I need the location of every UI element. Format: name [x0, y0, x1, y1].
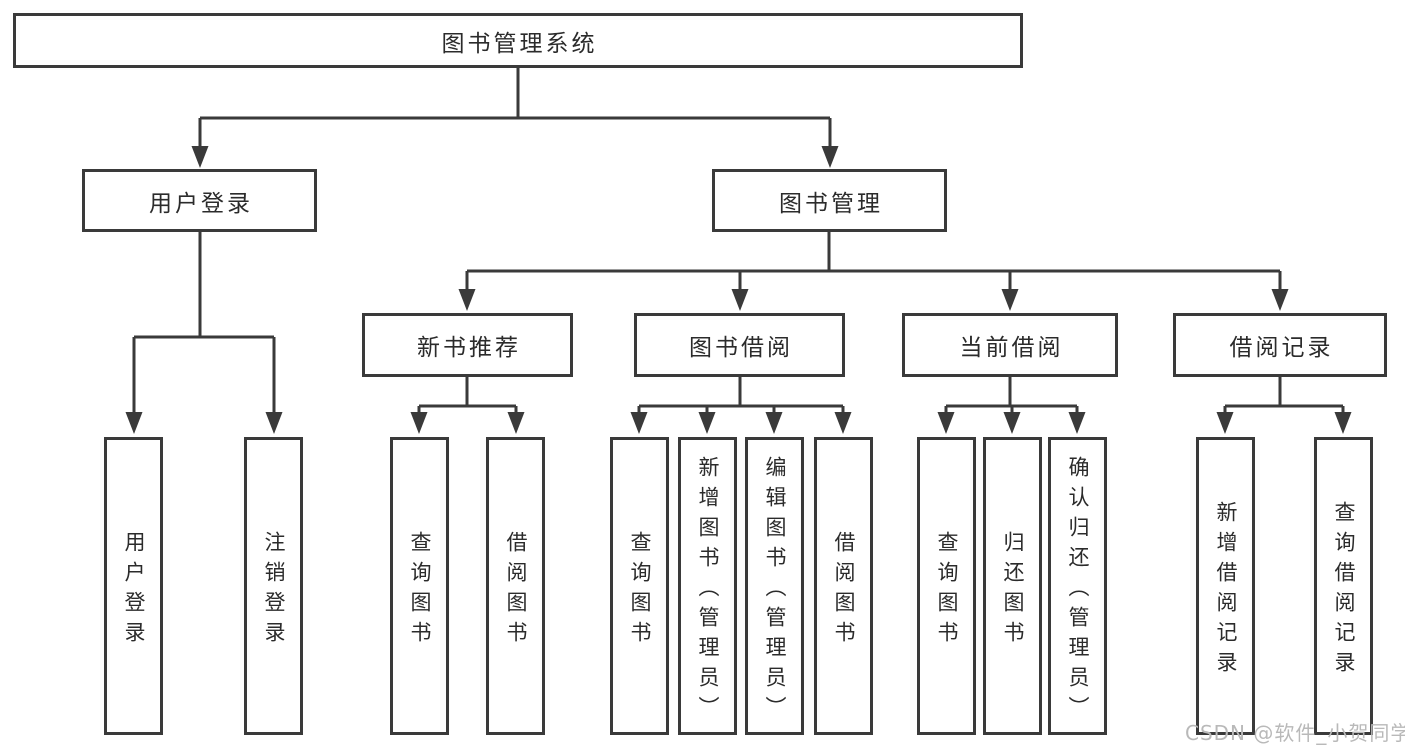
node-current-borrowing: 当前借阅: [902, 313, 1118, 377]
node-label: 图书管理: [779, 190, 883, 217]
node-label: 用户登录: [149, 190, 253, 217]
node-label: 借阅图书: [504, 530, 529, 651]
node-label: 借阅记录: [1229, 335, 1334, 361]
leaf-confirm-return-admin: 确认归还（管理员）: [1048, 437, 1107, 735]
leaf-add-borrow-record: 新增借阅记录: [1196, 437, 1255, 735]
node-label: 新书推荐: [417, 335, 521, 361]
leaf-add-book-admin: 新增图书（管理员）: [678, 437, 737, 735]
node-label: 查询图书: [628, 530, 653, 651]
node-user-login: 用户登录: [82, 169, 317, 232]
node-label: 图书借阅: [689, 335, 793, 361]
node-library-management-system: 图书管理系统: [13, 13, 1023, 68]
node-label: 归还图书: [1001, 530, 1026, 651]
node-book-management: 图书管理: [712, 169, 947, 232]
node-label: 查询图书: [408, 530, 433, 651]
leaf-edit-book-admin: 编辑图书（管理员）: [745, 437, 804, 735]
leaf-borrow-books-borrowing: 借阅图书: [814, 437, 873, 735]
node-label: 查询借阅记录: [1332, 500, 1357, 681]
node-label: 当前借阅: [959, 335, 1064, 361]
leaf-query-books-current: 查询图书: [917, 437, 976, 735]
node-label: 确认归还（管理员）: [1066, 455, 1091, 726]
node-label: 图书管理系统: [441, 30, 598, 57]
csdn-watermark: CSDN @软件_小贺同学: [1185, 721, 1405, 745]
leaf-query-books-borrowing: 查询图书: [610, 437, 669, 735]
node-borrowing-records: 借阅记录: [1173, 313, 1387, 377]
node-label: 注销登录: [262, 530, 287, 651]
node-label: 借阅图书: [832, 530, 857, 651]
node-label: 查询图书: [935, 530, 960, 651]
leaf-borrow-books-recommend: 借阅图书: [486, 437, 545, 735]
node-new-book-recommend: 新书推荐: [362, 313, 573, 377]
node-label: 新增图书（管理员）: [696, 455, 721, 726]
node-label: 用户登录: [122, 530, 147, 651]
node-book-borrowing: 图书借阅: [634, 313, 845, 377]
node-label: 新增借阅记录: [1214, 500, 1239, 681]
leaf-user-login: 用户登录: [104, 437, 163, 735]
leaf-query-borrow-record: 查询借阅记录: [1314, 437, 1373, 735]
leaf-return-books: 归还图书: [983, 437, 1042, 735]
leaf-logout-login: 注销登录: [244, 437, 303, 735]
leaf-query-books-recommend: 查询图书: [390, 437, 449, 735]
node-label: 编辑图书（管理员）: [763, 455, 788, 726]
